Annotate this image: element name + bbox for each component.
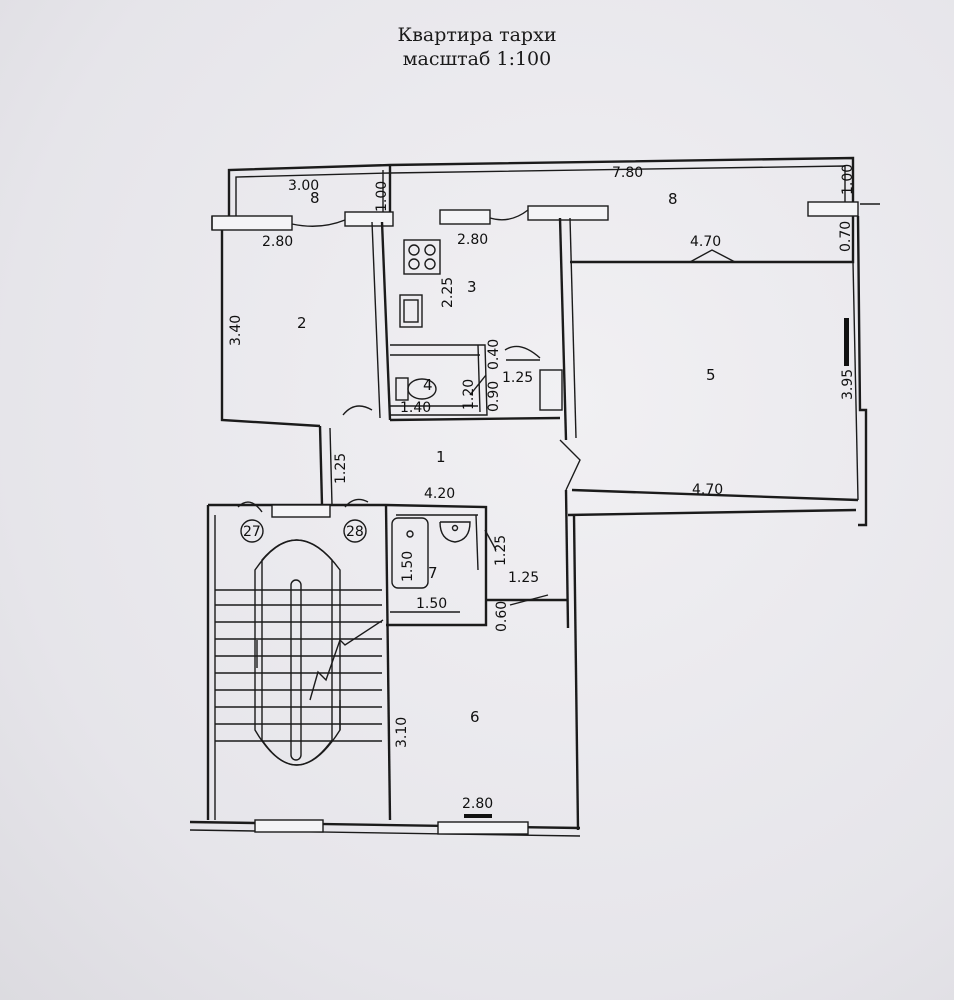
dim-bath-width: 1.50 <box>416 596 447 612</box>
room-1-label: 1 <box>436 448 446 466</box>
room-3-label: 3 <box>467 278 477 296</box>
dim-wc-door: 1.25 <box>502 370 533 386</box>
dim-room2-window: 2.80 <box>262 234 293 250</box>
dim-kitchen-window: 2.80 <box>457 232 488 248</box>
dim-room6-width: 2.80 <box>462 796 493 812</box>
balcony-openings <box>211 201 880 231</box>
door-swings <box>237 249 736 606</box>
dim-bath-depth: 1.25 <box>493 535 509 566</box>
stair-markers <box>240 519 367 543</box>
washbasin-icon <box>439 521 471 543</box>
bathtub-icon <box>391 517 429 589</box>
dim-wc-depth: 0.90 <box>486 381 502 412</box>
sink-icon <box>399 294 423 328</box>
dim-kitchen-height: 2.25 <box>440 277 456 308</box>
dim-bath-height: 1.50 <box>400 551 416 582</box>
dim-wc-top: 0.40 <box>486 339 502 370</box>
room-4-label: 4 <box>423 376 433 394</box>
staircase <box>215 539 384 766</box>
dim-corridor-width: 4.20 <box>424 486 455 502</box>
heater-mark-room6 <box>464 814 492 818</box>
plan-scale: масштаб 1:100 <box>402 48 552 70</box>
dim-room2-height: 3.40 <box>228 315 244 346</box>
room-5-label: 5 <box>706 366 716 384</box>
toilet-icon <box>395 377 437 401</box>
room-6-label: 6 <box>470 708 480 726</box>
dim-wc-width: 1.40 <box>400 400 431 416</box>
dim-room5-top: 4.70 <box>690 234 721 250</box>
dim-balcony-left-depth: 1.00 <box>374 181 390 212</box>
dim-balcony-left-length: 3.00 <box>288 178 319 194</box>
interior-walls <box>189 215 868 837</box>
dim-room6-height: 3.10 <box>394 717 410 748</box>
dim-room5-height: 3.95 <box>840 369 856 400</box>
dim-balcony-right-depth: 1.00 <box>840 164 856 195</box>
stair-27-label: 27 <box>243 524 261 540</box>
balcony-walls <box>227 156 855 216</box>
dim-wc-height: 1.20 <box>461 379 477 410</box>
plan-title: Квартира тархи <box>397 24 557 46</box>
dim-bath-door: 1.25 <box>508 570 539 586</box>
dim-right-gap: 0.70 <box>838 221 854 252</box>
dim-bath-gap: 0.60 <box>494 601 510 632</box>
stair-28-label: 28 <box>346 524 364 540</box>
heater-mark <box>844 318 849 366</box>
dim-corridor-height: 1.25 <box>333 453 349 484</box>
stove-icon <box>403 239 441 275</box>
room-7-label: 7 <box>428 564 438 582</box>
room-8-left-label: 8 <box>310 189 320 207</box>
dim-room5-bottom: 4.70 <box>692 482 723 498</box>
room-2-label: 2 <box>297 314 307 332</box>
room-8-right-label: 8 <box>668 190 678 208</box>
dim-balcony-right-length: 7.80 <box>612 165 643 181</box>
